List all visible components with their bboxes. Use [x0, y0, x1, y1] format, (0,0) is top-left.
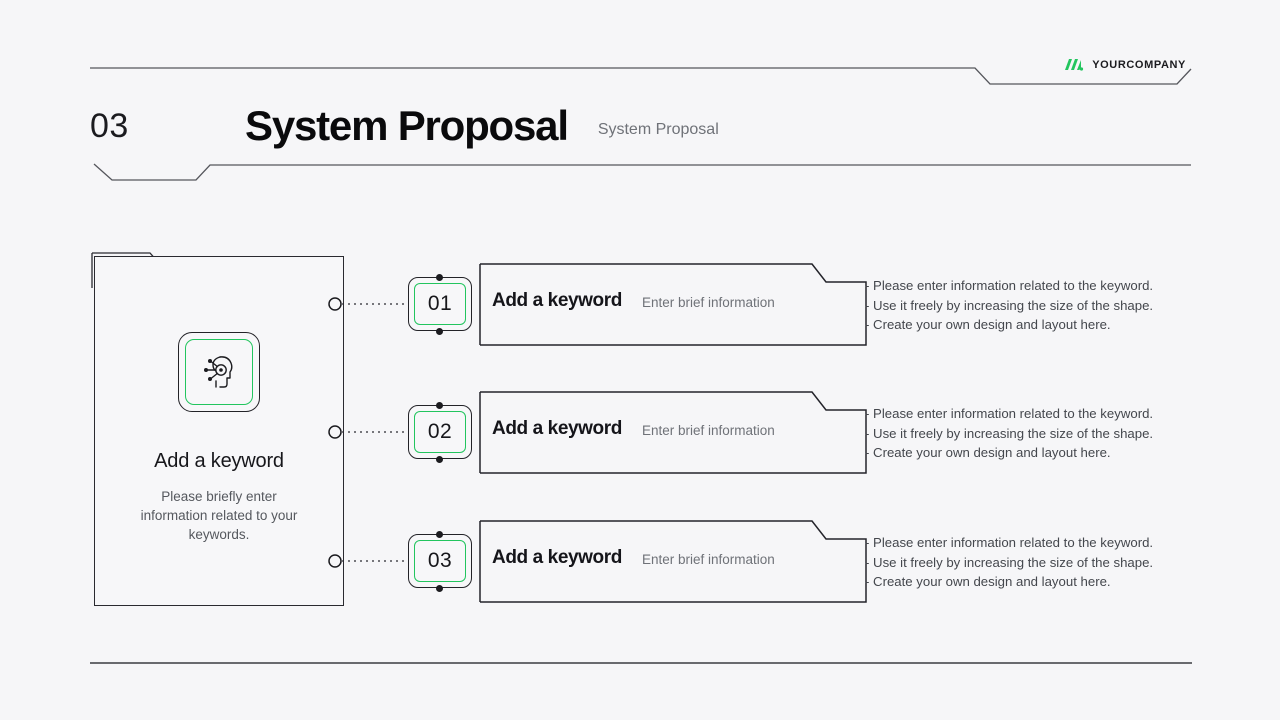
step-number: 03 — [427, 549, 453, 572]
row-title: Add a keyword — [492, 418, 622, 439]
row-title: Add a keyword — [492, 290, 622, 311]
row-card-outline — [479, 391, 867, 474]
left-panel-description: Please briefly enter information related… — [140, 489, 298, 542]
left-summary-panel: Add a keyword Please briefly enter infor… — [94, 256, 344, 606]
section-number: 03 — [90, 106, 129, 145]
bullet-line: - Use it freely by increasing the size o… — [865, 297, 1154, 313]
badge-connector-dot-top — [436, 274, 443, 281]
bullet-line: - Please enter information related to th… — [865, 406, 1154, 421]
page-title: System Proposal — [245, 102, 569, 149]
row-subtitle: Enter brief information — [642, 423, 775, 438]
left-panel-icon-frame — [178, 332, 260, 412]
list-item[interactable]: 02 Add a keyword Enter brief information… — [328, 378, 1198, 486]
list-item[interactable]: 01 Add a keyword Enter brief information… — [328, 250, 1198, 358]
row-bullet-list: - Please enter information related to th… — [865, 404, 1195, 463]
badge-connector-dot-bottom — [436, 328, 443, 335]
bullet-line: - Please enter information related to th… — [865, 535, 1154, 550]
step-number: 01 — [427, 292, 453, 315]
page-subtitle: System Proposal — [597, 121, 719, 138]
step-number-badge[interactable]: 01 — [408, 277, 472, 331]
bullet-line: - Create your own design and layout here… — [865, 574, 1111, 589]
row-card-outline — [479, 520, 867, 603]
badge-connector-dot-top — [436, 402, 443, 409]
left-panel-title: Add a keyword — [154, 450, 284, 472]
bullet-line: - Please enter information related to th… — [865, 278, 1154, 293]
row-subtitle: Enter brief information — [642, 295, 775, 310]
row-bullet-list: - Please enter information related to th… — [865, 533, 1195, 592]
step-number: 02 — [427, 420, 453, 443]
step-number-badge[interactable]: 03 — [408, 534, 472, 588]
connector-line — [328, 425, 410, 439]
badge-connector-dot-bottom — [436, 456, 443, 463]
green-leaf-logo-icon — [1065, 59, 1084, 71]
badge-connector-dot-bottom — [436, 585, 443, 592]
step-number-badge-inner: 01 — [414, 283, 466, 325]
row-bullet-list: - Please enter information related to th… — [865, 276, 1195, 335]
ai-head-circuit-icon — [204, 356, 233, 388]
bullet-line: - Use it freely by increasing the size o… — [865, 425, 1154, 441]
brand-name: YOURCOMPANY — [1092, 59, 1186, 71]
row-subtitle: Enter brief information — [642, 552, 775, 567]
list-item[interactable]: 03 Add a keyword Enter brief information… — [328, 507, 1198, 615]
row-title: Add a keyword — [492, 547, 622, 568]
badge-connector-dot-top — [436, 531, 443, 538]
connector-line — [328, 554, 410, 568]
brand-logo: YOURCOMPANY — [1064, 58, 1186, 72]
step-number-badge-inner: 02 — [414, 411, 466, 453]
step-number-badge[interactable]: 02 — [408, 405, 472, 459]
row-card-outline — [479, 263, 867, 346]
left-panel-icon-inner-frame — [185, 339, 253, 405]
page-header: 03 System Proposal System Proposal — [90, 95, 1190, 157]
bullet-line: - Use it freely by increasing the size o… — [865, 554, 1154, 570]
connector-line — [328, 297, 410, 311]
step-number-badge-inner: 03 — [414, 540, 466, 582]
bullet-line: - Create your own design and layout here… — [865, 445, 1111, 460]
bullet-line: - Create your own design and layout here… — [865, 317, 1111, 332]
